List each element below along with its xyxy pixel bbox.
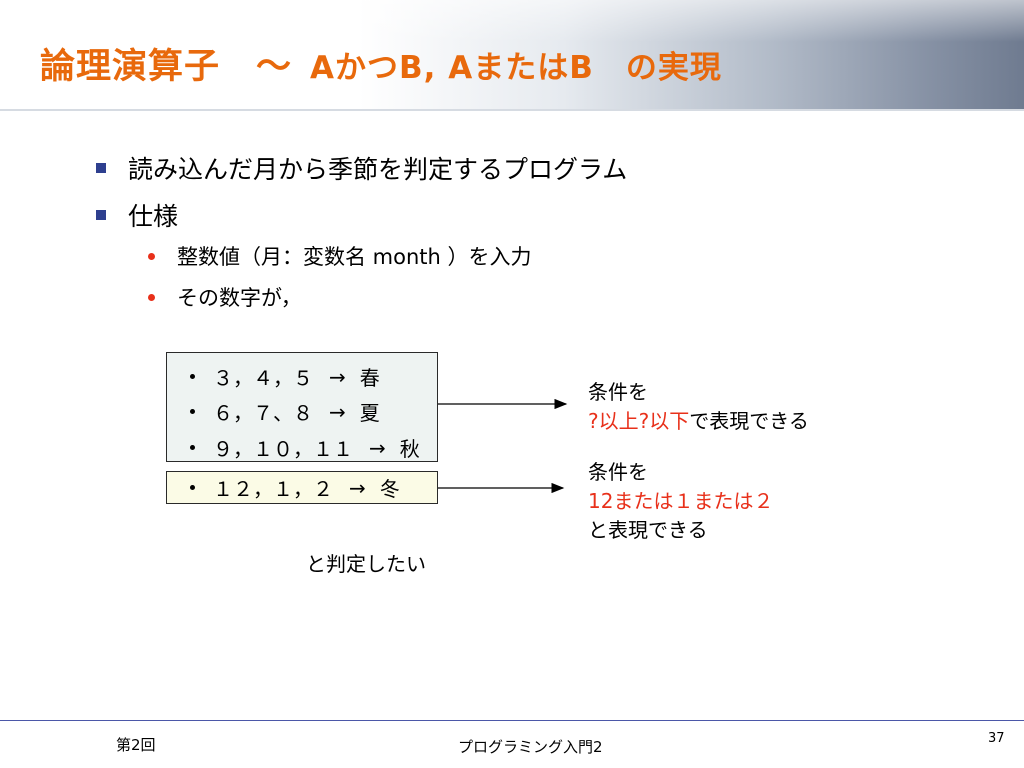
season-row: ６，７、８ → 夏 xyxy=(190,397,380,426)
season-months: ３，４，５ xyxy=(213,366,313,390)
page-number: 37 xyxy=(988,731,1005,746)
footer-course: プログラミング入門2 xyxy=(458,738,603,756)
slide-title: 論理演算子 ～ AかつB, AまたはB の実現 xyxy=(40,38,722,89)
footer-session: 第2回 xyxy=(116,736,156,754)
dot-bullet-icon xyxy=(190,409,195,414)
note-text: で表現できる xyxy=(689,409,809,433)
seasons-box-spring-autumn xyxy=(166,352,438,462)
dot-bullet-icon xyxy=(190,485,195,490)
season-row: ９，１０，１１ → 秋 xyxy=(190,433,420,462)
season-months: ６，７、８ xyxy=(213,401,313,425)
bullet-item: 仕様 xyxy=(96,197,178,233)
title-sub: AかつB, AまたはB の実現 xyxy=(310,50,722,86)
conclusion-text: と判定したい xyxy=(306,552,426,576)
season-months: １２，１，２ xyxy=(213,477,333,501)
note-condition-range: 条件を ?以上?以下で表現できる xyxy=(588,376,809,434)
season-name: 冬 xyxy=(379,477,400,501)
season-row: ３，４，５ → 春 xyxy=(190,362,380,391)
square-bullet-icon xyxy=(96,210,106,220)
note-line: 条件を xyxy=(588,380,648,404)
bullet-text: 仕様 xyxy=(128,202,179,231)
note-line: 条件を xyxy=(588,460,648,484)
right-arrow-icon: → xyxy=(329,399,346,424)
season-name: 春 xyxy=(359,366,380,390)
right-arrow-icon: → xyxy=(349,475,366,500)
sub-bullet-item: その数字が， xyxy=(148,282,302,312)
right-arrow-icon: → xyxy=(329,364,346,389)
note-line: と表現できる xyxy=(588,518,708,542)
title-band xyxy=(0,0,1024,110)
season-months: ９，１０，１１ xyxy=(213,437,353,461)
note-line: ?以上?以下で表現できる xyxy=(588,405,809,434)
note-highlight: ?以上?以下 xyxy=(588,409,690,433)
season-name: 夏 xyxy=(359,401,380,425)
bullet-item: 読み込んだ月から季節を判定するプログラム xyxy=(96,150,627,186)
sub-bullet-item: 整数値（月：変数名 month ）を入力 xyxy=(148,241,532,271)
seasons-box-winter xyxy=(166,471,438,504)
right-arrow-icon: → xyxy=(369,435,386,460)
title-main: 論理演算子 ～ xyxy=(40,47,293,87)
square-bullet-icon xyxy=(96,163,106,173)
bullet-text: 読み込んだ月から季節を判定するプログラム xyxy=(128,155,628,184)
sub-bullet-text: 整数値（月：変数名 month ）を入力 xyxy=(177,245,532,269)
dot-bullet-icon xyxy=(148,293,155,301)
dot-bullet-icon xyxy=(190,445,195,450)
footer-divider xyxy=(0,720,1024,721)
dot-bullet-icon xyxy=(190,374,195,379)
title-divider xyxy=(0,109,1024,111)
note-condition-or: 条件を 12または１または２ と表現できる xyxy=(588,456,773,543)
dot-bullet-icon xyxy=(148,252,155,260)
sub-bullet-text: その数字が， xyxy=(177,286,302,310)
season-row: １２，１，２ → 冬 xyxy=(190,473,400,502)
note-highlight: 12または１または２ xyxy=(588,489,774,513)
season-name: 秋 xyxy=(399,437,420,461)
